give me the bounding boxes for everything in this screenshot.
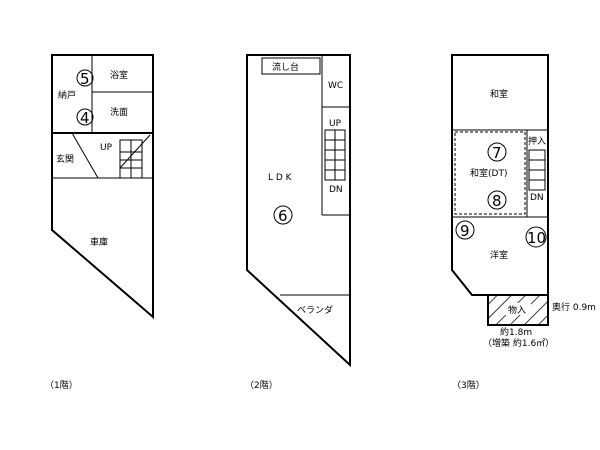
depth-note: 奥行 0.9m [552, 301, 596, 313]
photo-point-8: 8 [492, 192, 502, 210]
photo-point-9: 9 [460, 222, 470, 240]
room-entrance: 玄関 [56, 153, 74, 165]
floor-3-plan: 和室 押入 和室(DT) DN 7 8 9 10 洋室 物入 奥行 0.9m 約… [451, 54, 596, 391]
floor-1-plan: 5 4 浴室 納戸 洗面 玄関 UP 車庫 （1階） [45, 54, 154, 391]
room-youshitsu: 洋室 [490, 249, 508, 261]
photo-point-6: 6 [278, 207, 288, 225]
floor-3-label: （3階） [452, 380, 485, 391]
photo-point-icon [455, 220, 475, 240]
stairs-icon [119, 134, 151, 179]
room-washitsu: 和室 [490, 88, 508, 100]
room-wc: WC [328, 81, 343, 91]
room-ldk: L D K [268, 173, 293, 183]
photo-point-10: 10 [527, 229, 546, 247]
room-bath: 浴室 [110, 69, 128, 81]
photo-point-icon [273, 205, 293, 225]
photo-point-7: 7 [492, 144, 502, 162]
room-storage: 納戸 [58, 89, 76, 101]
photo-point-icon [76, 108, 94, 126]
room-storage: 物入 [508, 304, 526, 316]
floor-2-plan: 流し台 WC UP DN L D K 6 ベランダ （2階） [245, 54, 351, 391]
stairs-up-label: UP [100, 143, 113, 153]
room-closet: 押入 [528, 135, 546, 147]
photo-point-icon [76, 69, 94, 87]
room-garage: 車庫 [90, 236, 108, 248]
stairs-dn-label: DN [329, 185, 343, 195]
photo-point-4: 4 [80, 109, 90, 127]
photo-point-icon [487, 190, 507, 210]
stairs-up-label: UP [329, 119, 342, 129]
width-note: 約1.8m [500, 326, 532, 338]
stairs-icon [528, 149, 546, 191]
room-washitsu-dt: 和室(DT) [470, 167, 507, 179]
sink-label: 流し台 [272, 61, 299, 73]
photo-point-icon [525, 226, 547, 248]
stairs-icon [324, 129, 346, 181]
photo-point-icon [487, 142, 507, 162]
stairs-dn-label: DN [530, 193, 544, 203]
room-washroom: 洗面 [110, 106, 128, 118]
floor-2-label: （2階） [245, 380, 278, 391]
photo-point-5: 5 [80, 70, 90, 88]
floor-1-label: （1階） [45, 380, 78, 391]
balcony-label: ベランダ [297, 304, 333, 316]
extension-note: （増築 約1.6㎡） [483, 337, 554, 349]
